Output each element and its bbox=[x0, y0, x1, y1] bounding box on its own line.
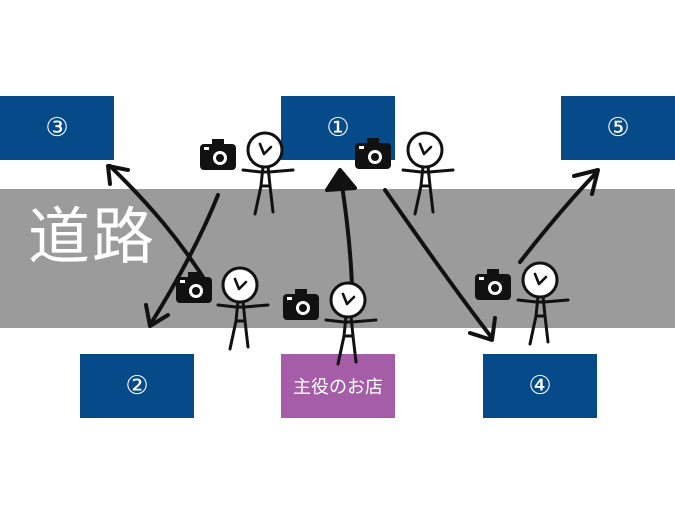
road-label: 道路 bbox=[28, 200, 157, 273]
camera-icon bbox=[475, 269, 511, 300]
camera-icon bbox=[200, 139, 236, 170]
arrow-to-store-1-head bbox=[325, 168, 357, 192]
arrow-to-store-4-head bbox=[468, 316, 497, 342]
camera-icon bbox=[283, 289, 319, 320]
arrow-to-store-3-head bbox=[106, 164, 130, 186]
store-3: ③ bbox=[0, 96, 114, 160]
arrow-to-store-5-head bbox=[572, 168, 600, 196]
arrow-to-store-4 bbox=[383, 188, 494, 340]
store-5: ⑤ bbox=[561, 96, 675, 160]
arrow-to-store-5 bbox=[518, 170, 599, 264]
camera-icon bbox=[355, 138, 391, 169]
arrow-to-store-2-head bbox=[144, 303, 170, 328]
main-store: 主役のお店 bbox=[281, 354, 395, 418]
store-4: ④ bbox=[483, 354, 597, 418]
photographer-bottom-left bbox=[176, 266, 270, 351]
camera-icon bbox=[176, 272, 212, 303]
photographer-center bbox=[283, 281, 378, 366]
arrow-to-store-3 bbox=[108, 164, 210, 287]
store-2: ② bbox=[80, 354, 194, 418]
photographer-top-right bbox=[355, 131, 455, 216]
arrow-to-store-2 bbox=[148, 193, 220, 327]
